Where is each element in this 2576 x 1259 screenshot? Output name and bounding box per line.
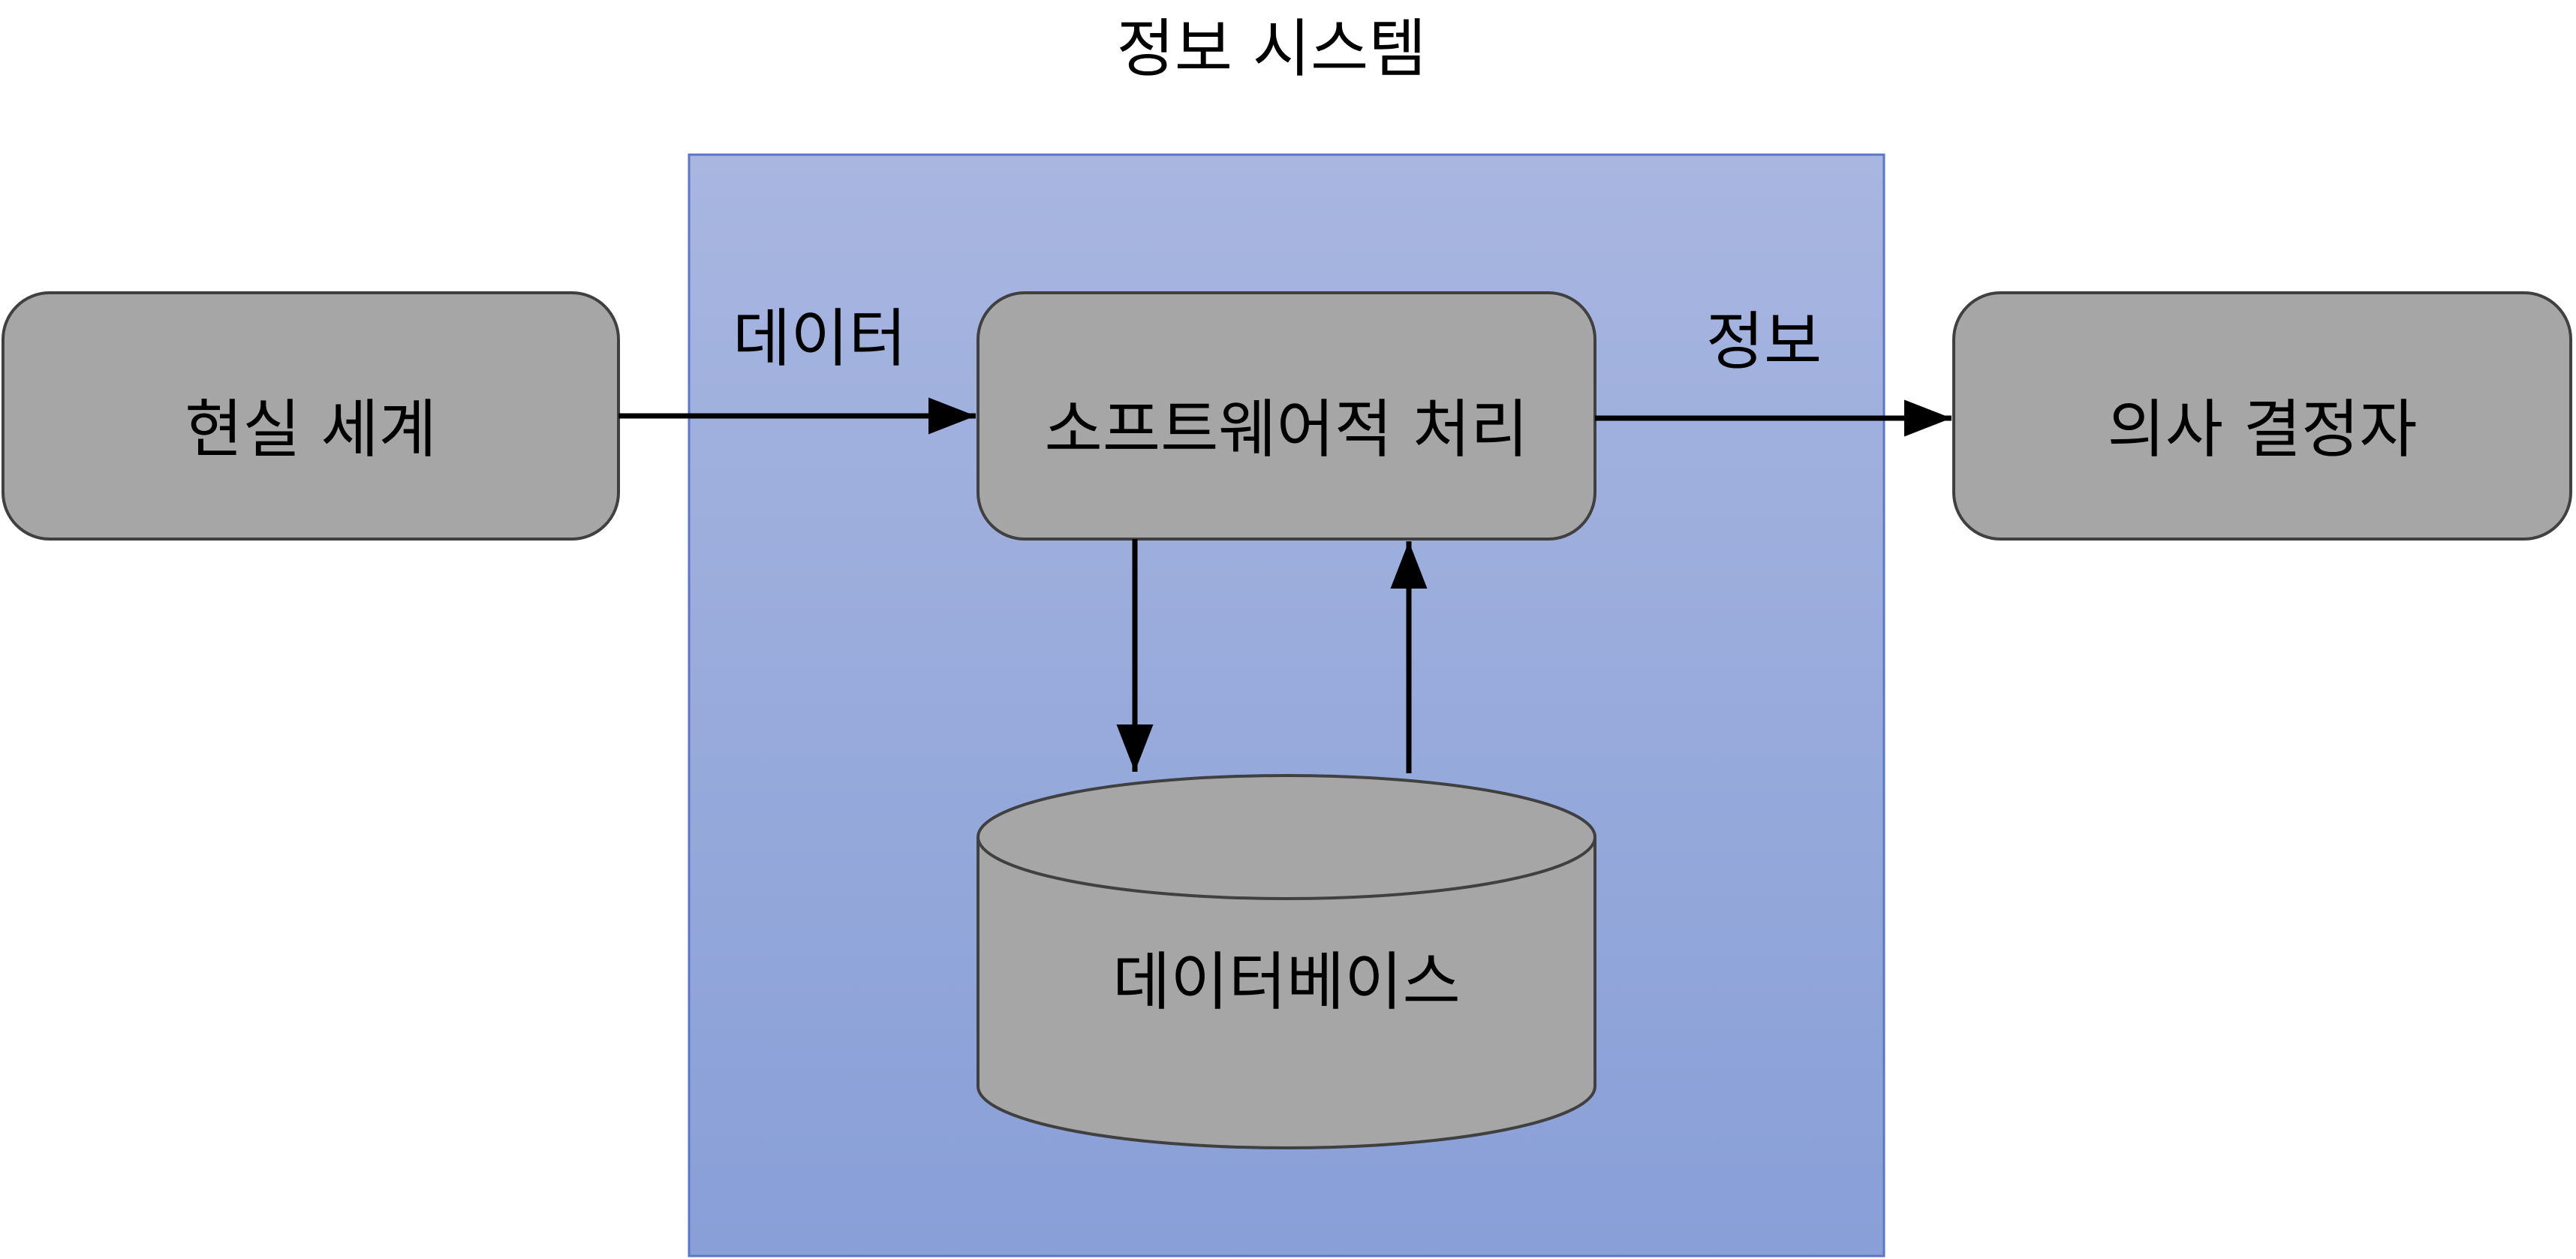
- real-world-label: 현실 세계: [185, 393, 437, 466]
- information-edge-label: 정보: [1706, 305, 1822, 378]
- decision-maker-node: 의사 결정자: [1952, 291, 2572, 541]
- database-label: 데이터베이스: [1112, 945, 1461, 1019]
- decision-maker-label: 의사 결정자: [2107, 393, 2417, 466]
- database-node: 데이터베이스: [977, 774, 1596, 1149]
- software-processing-node: 소프트웨어적 처리: [977, 291, 1596, 541]
- diagram-title: 정보 시스템: [1116, 12, 1426, 86]
- software-processing-label: 소프트웨어적 처리: [1045, 393, 1529, 466]
- data-edge-label: 데이터: [733, 302, 907, 375]
- real-world-node: 현실 세계: [2, 291, 620, 541]
